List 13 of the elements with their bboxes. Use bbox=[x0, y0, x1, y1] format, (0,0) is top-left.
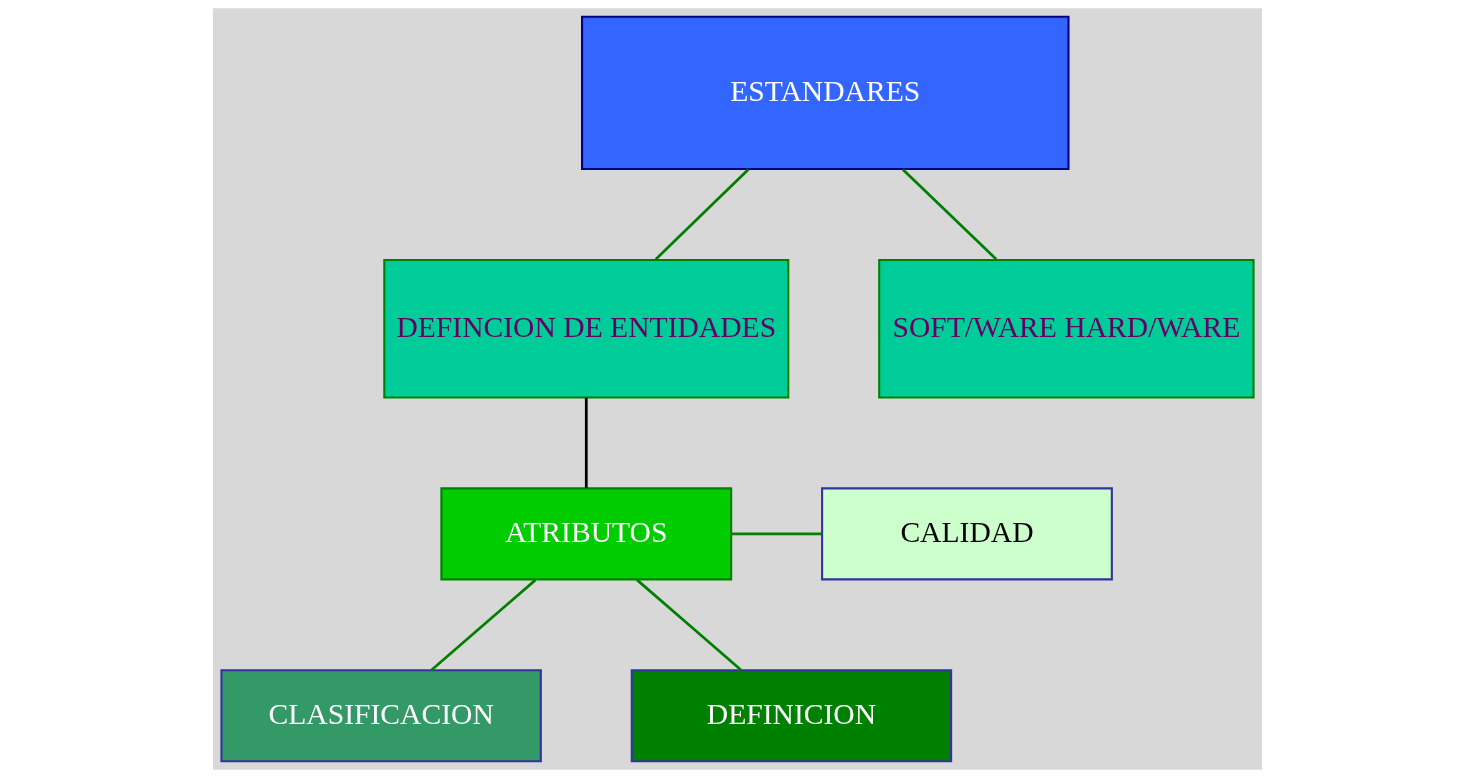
node-box: CALIDAD bbox=[820, 487, 1113, 581]
node-box: ATRIBUTOS bbox=[439, 487, 732, 581]
connector bbox=[730, 532, 821, 536]
connector bbox=[429, 578, 536, 672]
connector bbox=[635, 578, 742, 672]
node-box: DEFINICION bbox=[630, 669, 952, 763]
connector bbox=[584, 397, 588, 488]
node-box: SOFT/WARE HARD/WARE bbox=[877, 258, 1255, 399]
connector bbox=[654, 168, 749, 261]
node-box: CLASIFICACION bbox=[219, 669, 542, 763]
node-box: ESTANDARES bbox=[580, 15, 1070, 171]
node-box: DEFINCION DE ENTIDADES bbox=[382, 258, 789, 399]
connector bbox=[901, 168, 997, 261]
